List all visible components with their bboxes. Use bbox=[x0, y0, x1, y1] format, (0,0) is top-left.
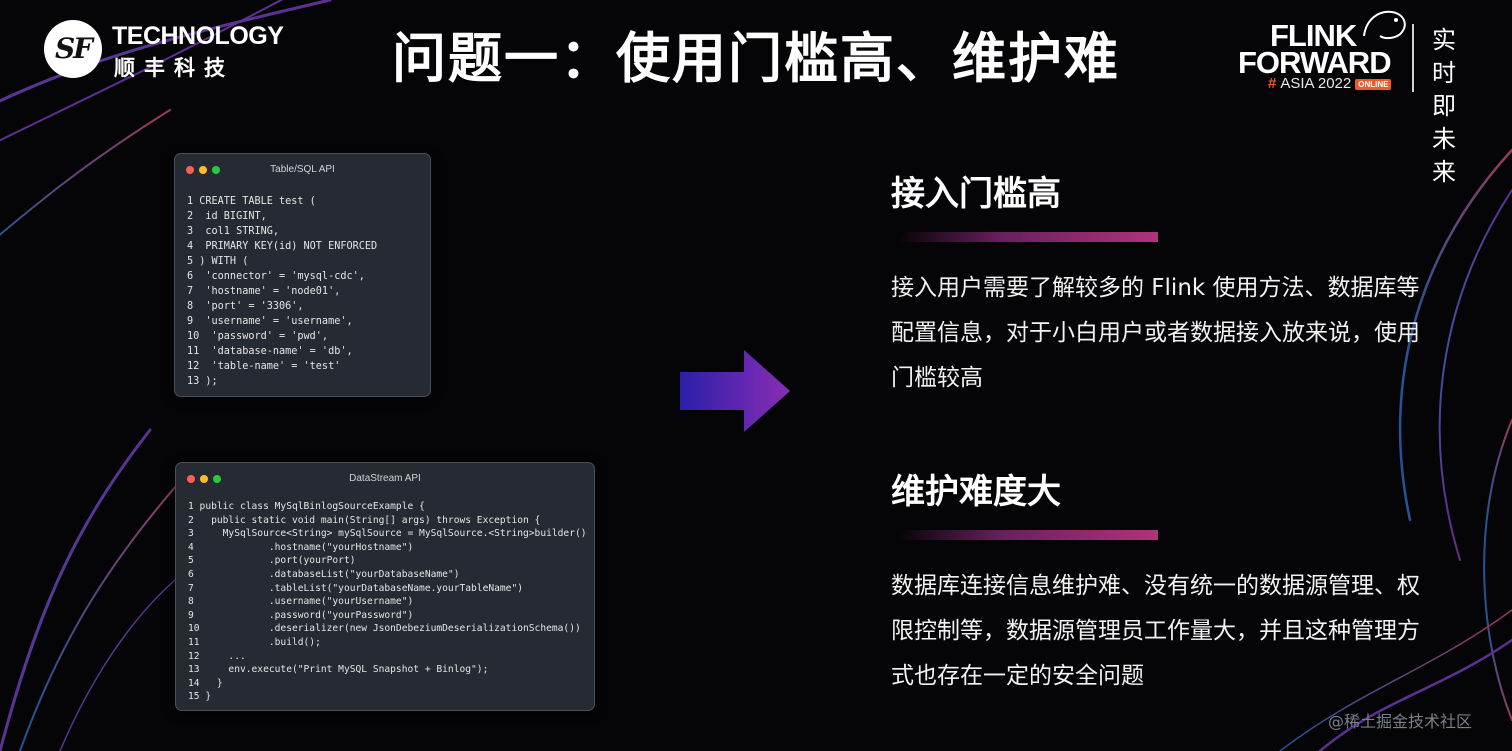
code-line: 4 PRIMARY KEY(id) NOT ENFORCED bbox=[187, 241, 378, 252]
logo-english-text: TECHNOLOGY bbox=[112, 22, 284, 50]
logo-divider bbox=[1412, 24, 1414, 92]
sf-technology-logo: SF TECHNOLOGY 顺丰科技 bbox=[44, 18, 284, 84]
heading-underline-bar bbox=[898, 530, 1158, 540]
code-line: 1 public class MySqlBinlogSourceExample … bbox=[188, 501, 425, 512]
code-line: 10 'password' = 'pwd', bbox=[187, 331, 329, 342]
code-line: 10 .deserializer(new JsonDebeziumDeseria… bbox=[188, 623, 581, 635]
section-body-access: 接入用户需要了解较多的 Flink 使用方法、数据库等配置信息，对于小白用户或者… bbox=[891, 275, 1420, 391]
code-line: 1 CREATE TABLE test ( bbox=[187, 196, 316, 207]
hash-mark: # bbox=[1268, 75, 1277, 92]
code-line: 2 public static void main(String[] args)… bbox=[188, 514, 541, 526]
code-line: 4 .hostname("yourHostname") bbox=[188, 541, 414, 553]
datastream-window-title: DataStream API bbox=[349, 473, 421, 484]
code-line: 5 ) WITH ( bbox=[187, 256, 249, 267]
right-arrow-icon bbox=[680, 350, 790, 432]
sql-code-window: Table/SQL API 1 CREATE TABLE test ( 2 id … bbox=[174, 153, 431, 397]
code-line: 11 'database-name' = 'db', bbox=[187, 346, 353, 357]
code-line: 9 .password("yourPassword") bbox=[188, 609, 414, 621]
slogan-text: 实时即未来 bbox=[1432, 26, 1456, 186]
window-close-dot bbox=[187, 475, 195, 483]
code-line: 8 'port' = '3306', bbox=[187, 301, 304, 312]
page-title: 问题一：使用门槛高、维护难 bbox=[392, 27, 1120, 90]
code-line: 15 } bbox=[188, 691, 212, 703]
code-line: 6 .databaseList("yourDatabaseName") bbox=[188, 568, 460, 580]
section-heading-maintenance: 维护难度大 bbox=[891, 472, 1061, 512]
window-maximize-dot bbox=[213, 475, 221, 483]
datastream-code-window: DataStream API 1 public class MySqlBinlo… bbox=[175, 462, 595, 711]
code-line: 13 ); bbox=[187, 376, 218, 387]
squirrel-icon bbox=[1363, 10, 1406, 40]
window-close-dot bbox=[186, 166, 194, 174]
online-badge: ONLINE bbox=[1355, 78, 1392, 90]
code-line: 7 'hostname' = 'node01', bbox=[187, 286, 341, 297]
window-minimize-dot bbox=[199, 166, 207, 174]
sql-window-title: Table/SQL API bbox=[270, 164, 335, 175]
code-line: 11 .build(); bbox=[188, 636, 321, 648]
code-line: 2 id BIGINT, bbox=[187, 211, 267, 222]
code-line: 13 env.execute("Print MySQL Snapshot + B… bbox=[188, 664, 489, 676]
watermark: @稀土掘金技术社区 bbox=[1328, 712, 1473, 731]
code-line: 3 MySqlSource<String> mySqlSource = MySq… bbox=[188, 528, 587, 540]
code-line: 14 } bbox=[188, 677, 223, 689]
code-line: 12 ... bbox=[188, 650, 246, 662]
window-maximize-dot bbox=[212, 166, 220, 174]
logo-chinese-text: 顺丰科技 bbox=[114, 56, 234, 80]
forward-text: FORWARD bbox=[1238, 45, 1392, 80]
section-body-maintenance: 数据库连接信息维护难、没有统一的数据源管理、权限控制等，数据源管理员工作量大，并… bbox=[891, 573, 1420, 689]
section-heading-access: 接入门槛高 bbox=[891, 174, 1061, 214]
code-line: 7 .tableList("yourDatabaseName.yourTable… bbox=[188, 582, 524, 594]
edition-text: ASIA 2022 bbox=[1280, 75, 1352, 92]
code-line: 9 'username' = 'username', bbox=[187, 316, 353, 327]
code-line: 6 'connector' = 'mysql-cdc', bbox=[187, 271, 365, 282]
code-line: 8 .username("yourUsername") bbox=[188, 596, 414, 608]
sql-code-block: 1 CREATE TABLE test ( 2 id BIGINT, 3 col1 … bbox=[187, 194, 377, 389]
heading-underline-bar bbox=[898, 232, 1158, 242]
code-line: 5 .port(yourPort) bbox=[188, 555, 356, 567]
code-line: 12 'table-name' = 'test' bbox=[187, 361, 341, 372]
datastream-code-block: 1 public class MySqlBinlogSourceExample … bbox=[188, 500, 587, 704]
window-minimize-dot bbox=[200, 475, 208, 483]
code-line: 3 col1 STRING, bbox=[187, 226, 280, 237]
flink-text: FLINK bbox=[1270, 18, 1357, 53]
sf-logo-mark: SF bbox=[44, 20, 102, 78]
